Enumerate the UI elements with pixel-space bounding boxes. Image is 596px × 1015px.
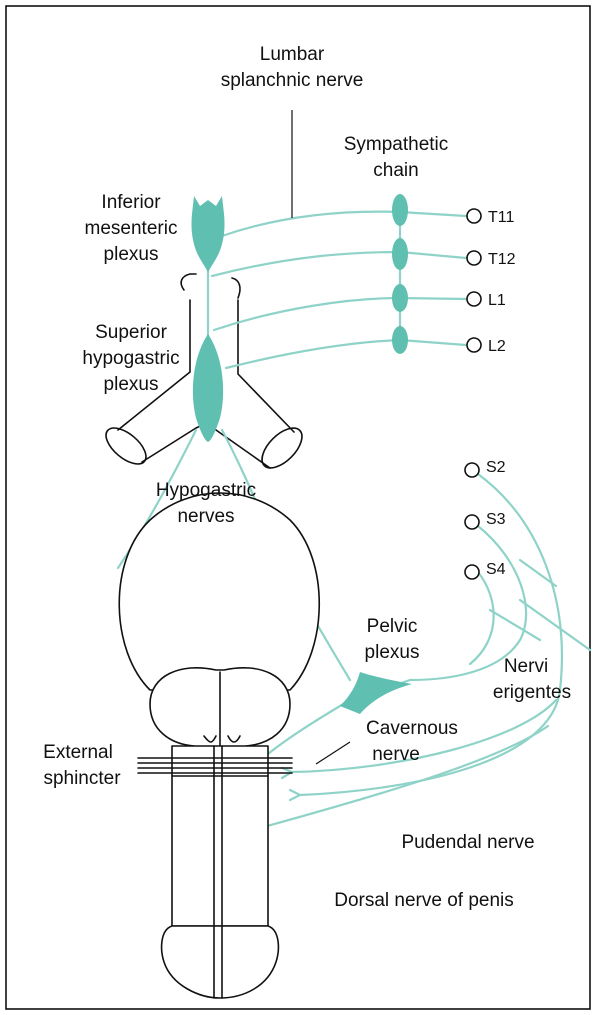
hypogastric-nerves-label-1: Hypogastric xyxy=(156,480,256,501)
cavernous-nerve-label-1: Cavernous xyxy=(366,718,458,739)
labels: Lumbar splanchnic nerve Sympathetic chai… xyxy=(43,44,571,911)
root-t11-marker xyxy=(467,209,481,223)
glans xyxy=(162,926,279,998)
chain-ganglion-3 xyxy=(392,284,408,312)
root-l2-label: L2 xyxy=(488,338,506,355)
chain-ganglion-2 xyxy=(392,238,408,270)
sympathetic-chain-label-1: Sympathetic xyxy=(344,134,449,155)
lumbar-splanchnic-label-2: splanchnic nerve xyxy=(221,70,364,91)
chain-ganglion-4 xyxy=(392,326,408,354)
chain-ganglion-1 xyxy=(392,194,408,226)
dorsal-nerve-label: Dorsal nerve of penis xyxy=(334,890,514,911)
figure-frame xyxy=(6,6,590,1009)
root-s3-marker xyxy=(465,515,479,529)
root-s3-label: S3 xyxy=(486,511,506,528)
lumbar-splanchnic-branch-1 xyxy=(222,212,400,236)
pudendal-nerve-label: Pudendal nerve xyxy=(401,832,534,853)
root-l2-marker xyxy=(467,338,481,352)
superior-hypogastric-plexus-shape xyxy=(193,334,223,442)
inferior-mesenteric-plexus-shape xyxy=(191,196,224,272)
lumbar-splanchnic-branch-2 xyxy=(212,252,400,276)
root-s2-marker xyxy=(465,463,479,477)
organs xyxy=(119,493,319,998)
hypogastric-nerves-label-2: nerves xyxy=(177,506,234,527)
lumbar-splanchnic-label-1: Lumbar xyxy=(260,44,325,65)
cavernous-nerve-label-2: nerve xyxy=(372,744,420,765)
root-t12-marker xyxy=(467,251,481,265)
root-s2-label: S2 xyxy=(486,459,506,476)
root-t11-label: T11 xyxy=(488,209,514,226)
external-sphincter-label-1: External xyxy=(43,742,113,763)
superior-hypogastric-label-3: plexus xyxy=(104,374,159,395)
inferior-mesenteric-label-3: plexus xyxy=(104,244,159,265)
superior-hypogastric-label-2: hypogastric xyxy=(82,348,179,369)
nervi-erigentes-label-1: Nervi xyxy=(504,656,548,677)
inferior-mesenteric-label-2: mesenteric xyxy=(85,218,178,239)
nervi-erigentes-label-2: erigentes xyxy=(493,682,571,703)
root-s4-marker xyxy=(465,565,479,579)
sympathetic-chain-label-2: chain xyxy=(373,160,418,181)
root-s4-label: S4 xyxy=(486,561,506,578)
root-l1-label: L1 xyxy=(488,292,506,309)
external-sphincter-label-2: sphincter xyxy=(43,768,121,789)
root-l1-marker xyxy=(467,292,481,306)
pelvic-plexus-label-2: plexus xyxy=(365,642,420,663)
root-t12-label: T12 xyxy=(488,251,516,268)
lumbar-splanchnic-branch-3 xyxy=(214,298,400,330)
inferior-mesenteric-label-1: Inferior xyxy=(101,192,161,213)
pelvic-plexus-shape xyxy=(340,672,412,714)
superior-hypogastric-label-1: Superior xyxy=(95,322,167,343)
spinal-roots xyxy=(465,209,481,579)
pelvic-plexus-label-1: Pelvic xyxy=(367,616,418,637)
lumbar-splanchnic-branch-4 xyxy=(226,340,400,368)
